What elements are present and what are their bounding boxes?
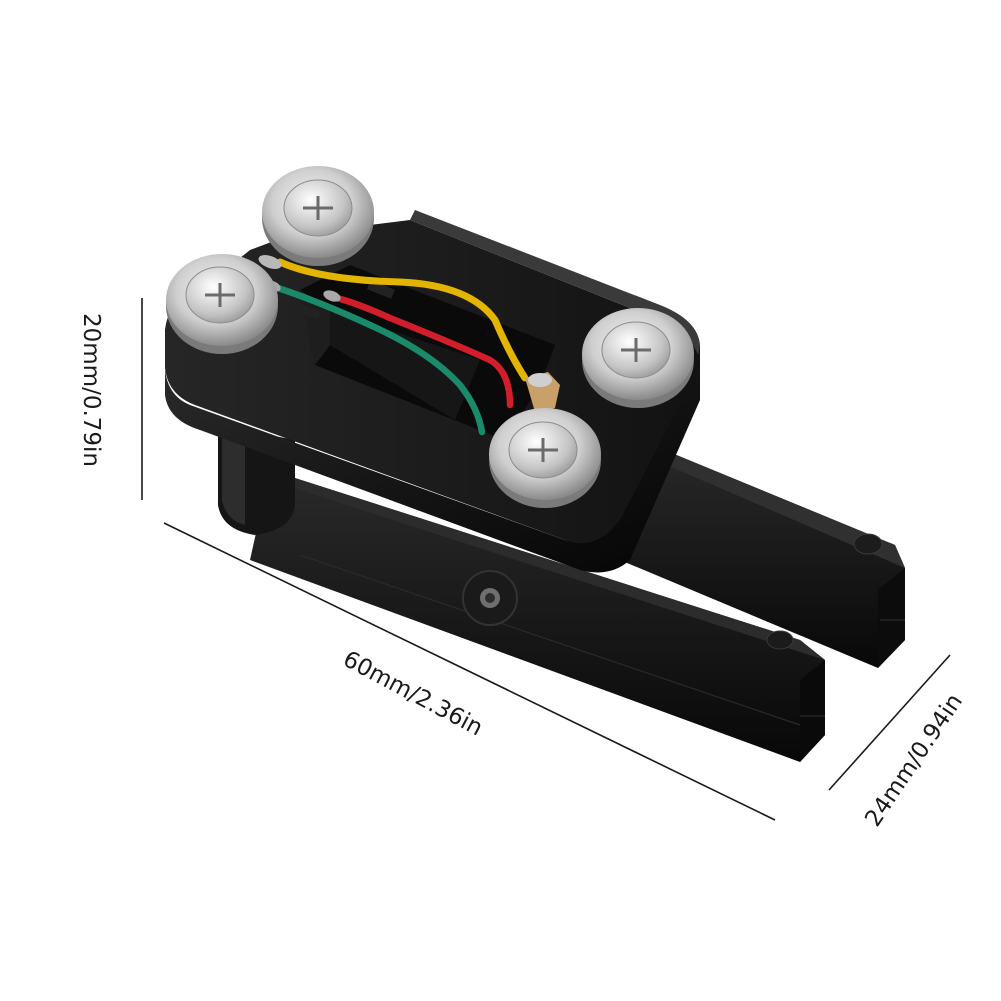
right-paddle-arm (620, 440, 905, 668)
main-body-front (165, 330, 700, 573)
screw-right-back (582, 308, 694, 408)
red-wire (324, 292, 514, 409)
green-wire (274, 284, 486, 436)
width-dimension-line (828, 654, 951, 791)
screw-left-front (166, 254, 278, 354)
yellow-wire (276, 258, 529, 382)
length-dimension-line (163, 522, 776, 821)
left-paddle-arm (250, 470, 825, 762)
screw-right-front (489, 408, 601, 508)
height-dimension-label: 20mm/0.79in (78, 313, 104, 468)
screw-top-left-back (262, 166, 374, 266)
